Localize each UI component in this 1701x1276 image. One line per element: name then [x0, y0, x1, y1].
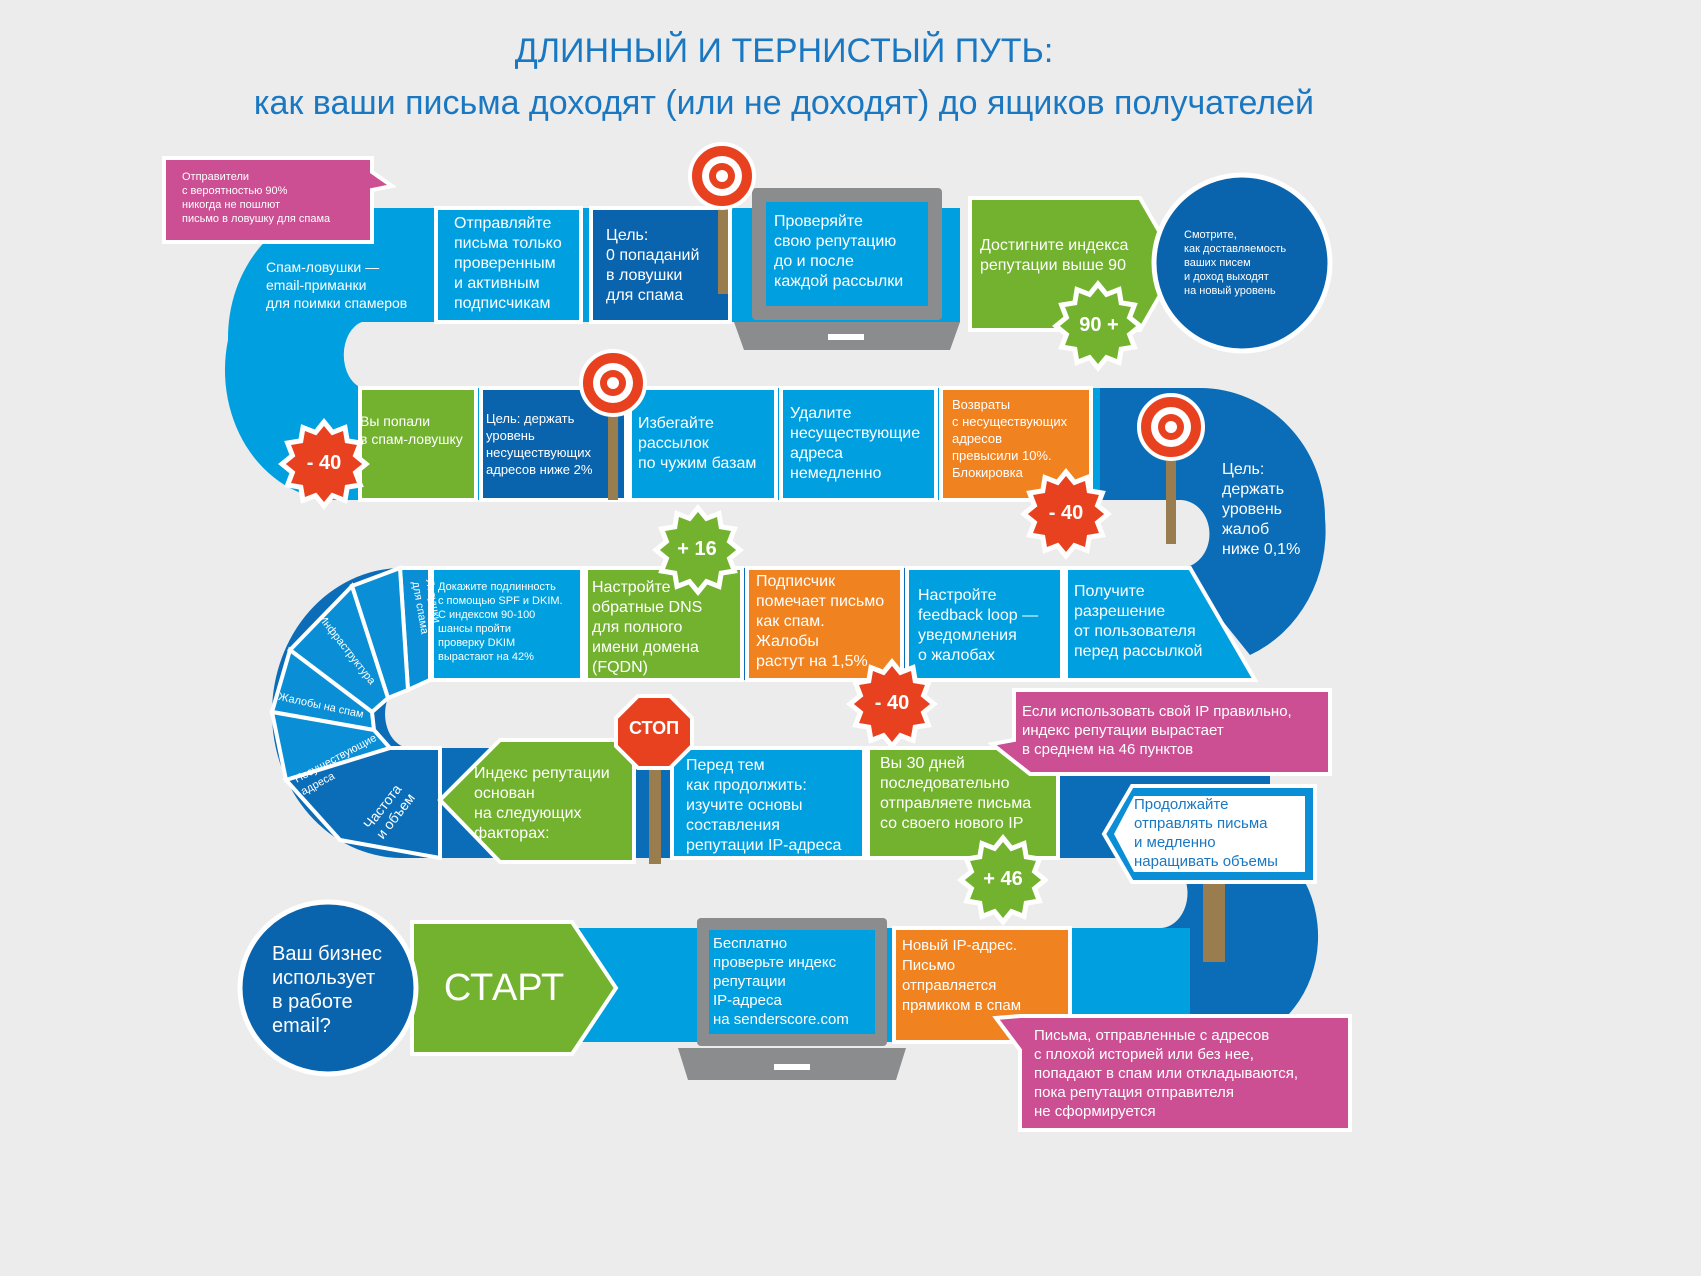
cell-feedback-loop: Настройте feedback loop — уведомления о …	[918, 587, 1039, 664]
laptop-text-senderscore: Бесплатно проверьте индекс репутации IP-…	[713, 935, 849, 1028]
cell-complaint-rise: Подписчик помечает письмо как спам. Жало…	[756, 573, 885, 670]
cell-remove-invalid: Удалите несуществующие адреса немедленно	[790, 405, 921, 482]
speech-text-spam-traps: Отправители с вероятностью 90% никогда н…	[182, 171, 331, 225]
cell-get-permission: Получите разрешение от пользователя пере…	[1074, 583, 1203, 660]
cell-goal-zero-traps: Цель: 0 попаданий в ловушки для спама	[606, 227, 700, 304]
cell-bounces-block: Возвраты с несуществующих адресов превыс…	[952, 397, 1068, 480]
badge-plus46: + 46	[983, 868, 1023, 890]
cell-learn-basics: Перед тем как продолжить: изучите основы…	[686, 757, 842, 854]
cell-goal-invalid-2: Цель: держать уровень несуществующих адр…	[486, 411, 593, 477]
target-icon	[579, 349, 647, 500]
page-title: ДЛИННЫЙ И ТЕРНИСТЫЙ ПУТЬ:	[514, 32, 1054, 70]
cell-hit-trap: Вы попали в спам-ловушку	[360, 413, 463, 447]
cell-verified-subscribers: Отправляйте письма только проверенным и …	[454, 215, 562, 312]
stop-label: СТОП	[628, 718, 680, 738]
infographic: { "title": { "line1": "ДЛИННЫЙ И ТЕРНИСТ…	[162, 32, 1352, 1132]
burst-plus16	[652, 504, 744, 596]
burst-plus90	[1052, 280, 1144, 372]
sign-text-continue: Продолжайте отправлять письма и медленно…	[1134, 796, 1278, 870]
fan-seg-6	[282, 746, 442, 861]
cell-spam-traps: Спам-ловушки — email-приманки для поимки…	[266, 259, 408, 311]
circle-text-new-level: Смотрите, как доставляемость ваших писем…	[1184, 229, 1287, 297]
laptop-text-check-reputation: Проверяйте свою репутацию до и после каж…	[774, 213, 904, 290]
cell-new-ip-spam: Новый IP-адрес. Письмо отправляется прям…	[902, 937, 1022, 1014]
speech-bubble-ip	[987, 688, 1332, 776]
speech-text-bad-history: Письма, отправленные с адресов с плохой …	[1034, 1027, 1299, 1120]
cell-avoid-lists: Избегайте рассылок по чужим базам	[638, 415, 757, 472]
badge-plus16: + 16	[677, 538, 717, 560]
stop-sign-icon	[614, 694, 694, 864]
page-subtitle: как ваши письма доходят (или не доходят)…	[253, 84, 1315, 122]
speech-bubble-top	[162, 156, 397, 244]
cell-spf-dkim: Докажите подлинность с помощью SPF и DKI…	[438, 581, 563, 663]
badge-minus40-a: - 40	[306, 452, 342, 474]
burst-minus40-a	[278, 418, 370, 510]
target-icon	[1137, 393, 1205, 544]
cell-30-days: Вы 30 дней последовательно отправляете п…	[880, 755, 1032, 832]
badge-minus40-b: - 40	[1048, 502, 1084, 524]
road-graphic	[162, 142, 1352, 1132]
start-label: СТАРТ	[443, 967, 565, 1009]
start-arrow	[410, 920, 619, 1056]
cell-goal-complaints: Цель: держать уровень жалоб ниже 0,1%	[1222, 461, 1301, 558]
burst-minus40-b	[1020, 468, 1112, 560]
target-icon	[688, 142, 756, 294]
speech-text-ip: Если использовать свой IP правильно, инд…	[1022, 703, 1292, 758]
cell-reach-90: Достигните индекса репутации выше 90	[980, 237, 1129, 274]
cell-reputation-factors: Индекс репутации основан на следующих фа…	[474, 765, 610, 842]
green-arrow-row4	[437, 738, 636, 864]
signpost-icon	[1101, 784, 1317, 962]
question-circle	[237, 899, 419, 1077]
badge-plus90: 90 +	[1079, 314, 1119, 336]
speech-bubble-bottom	[992, 1014, 1352, 1132]
burst-plus46	[957, 834, 1049, 926]
navy-circle	[1151, 172, 1333, 354]
burst-minus40-c	[846, 658, 938, 750]
badge-minus40-c: - 40	[874, 692, 910, 714]
question-text: Ваш бизнес использует в работе email?	[272, 943, 383, 1037]
cell-reverse-dns: Настройте обратные DNS для полного имени…	[592, 579, 703, 676]
